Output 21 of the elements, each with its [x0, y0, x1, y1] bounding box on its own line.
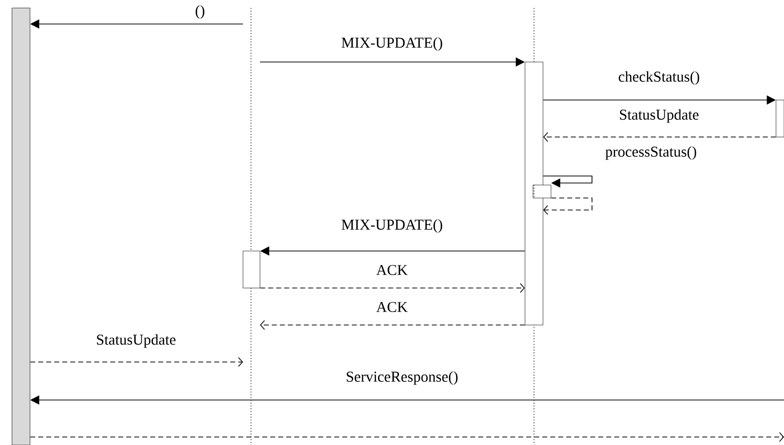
- arrow: [260, 320, 526, 330]
- arrow: [30, 432, 784, 442]
- edge-label: MIX-UPDATE(): [340, 36, 444, 52]
- edge-label: StatusUpdate: [95, 333, 177, 349]
- activation-bar: [532, 184, 552, 198]
- activation-bar: [776, 100, 784, 138]
- edge-label: MIX-UPDATE(): [340, 218, 444, 234]
- edge-label: processStatus(): [604, 145, 698, 161]
- edge-label: (): [194, 4, 206, 20]
- activation-bar: [242, 250, 260, 288]
- edge-label: checkStatus(): [617, 70, 701, 86]
- edge-label: ServiceResponse(): [344, 370, 460, 386]
- arrow: [260, 283, 525, 293]
- edge-label: ACK: [375, 264, 409, 276]
- arrow: [30, 357, 243, 367]
- arrow: [542, 176, 592, 188]
- edge-label: ACK: [375, 300, 409, 314]
- activation-bar: [12, 8, 30, 445]
- arrow: [543, 132, 776, 142]
- edge-label: StatusUpdate: [618, 108, 700, 124]
- arrow: [543, 198, 592, 215]
